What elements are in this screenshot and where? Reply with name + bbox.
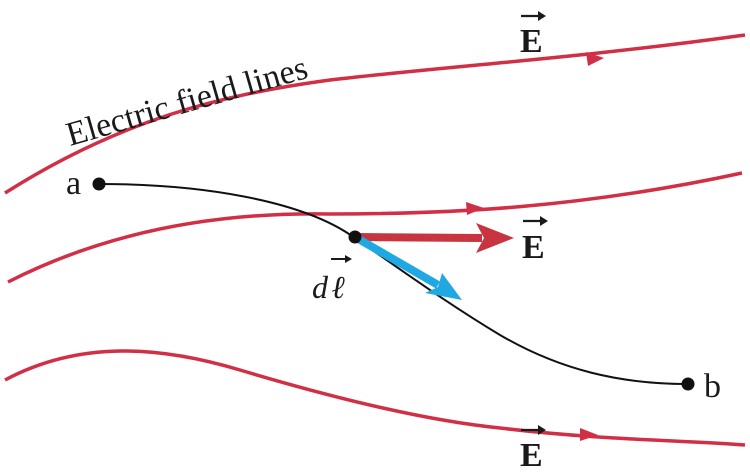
field-line-middle-arrowhead [466, 202, 484, 215]
point-middle-dot [348, 230, 362, 244]
svg-text:E: E [520, 437, 543, 474]
point-a-label: a [66, 165, 81, 202]
point-b-dot [681, 377, 695, 391]
field-line-top [4, 33, 746, 195]
svg-text:d: d [312, 269, 329, 305]
field-line-bottom-arrowhead [580, 428, 598, 441]
displacement-arrowhead [425, 273, 462, 300]
field-label-middle: E [522, 216, 548, 266]
field-lines-caption: Electric field lines [62, 49, 312, 153]
field-line-top-arrowhead [586, 52, 604, 66]
displacement-label: d ℓ [312, 255, 352, 305]
svg-text:E: E [520, 23, 543, 60]
path-a-to-b [98, 183, 689, 385]
displacement-arrow [352, 233, 441, 289]
field-label-bottom: E [520, 425, 546, 474]
field-label-top: E [520, 11, 546, 60]
point-b-label: b [704, 368, 721, 405]
field-line-middle [7, 171, 743, 284]
field-vector-arrow [354, 233, 483, 242]
svg-text:ℓ: ℓ [332, 269, 346, 305]
svg-text:E: E [522, 229, 545, 266]
field-vector-arrowhead [476, 223, 514, 253]
field-line-bottom [4, 349, 746, 447]
point-a-dot [92, 177, 106, 191]
